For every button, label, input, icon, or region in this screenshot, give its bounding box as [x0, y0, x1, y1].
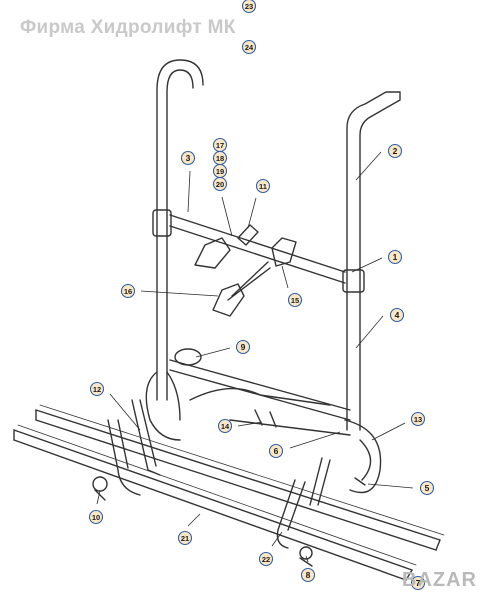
callout-24: 24 — [241, 39, 257, 55]
callout-23: 23 — [241, 0, 257, 14]
leader-line-8 — [305, 555, 309, 563]
callout-circle — [387, 249, 403, 265]
leader-line-10 — [96, 490, 101, 505]
leader-line-2 — [355, 151, 382, 181]
callout-circle — [177, 530, 193, 546]
callout-circle — [287, 292, 303, 308]
callout-16: 16 — [120, 283, 136, 299]
leader-line-1 — [351, 257, 383, 273]
leader-line-14 — [237, 421, 263, 427]
callout-circle — [241, 0, 257, 14]
callout-4: 4 — [389, 307, 405, 323]
callout-22: 22 — [258, 551, 274, 567]
callout-12: 12 — [89, 381, 105, 397]
leader-lines — [96, 151, 414, 563]
callout-label: 1 — [393, 252, 398, 262]
leader-line-21 — [187, 513, 201, 527]
callout-circle — [241, 39, 257, 55]
callout-label: 3 — [186, 153, 191, 163]
callout-label: 15 — [291, 296, 299, 305]
callout-circle — [258, 551, 274, 567]
leader-line-6 — [289, 431, 341, 449]
leader-line-11 — [247, 197, 257, 229]
callout-label: 11 — [259, 182, 267, 191]
callout-circle — [180, 150, 196, 166]
callout-label: 24 — [245, 43, 254, 52]
callout-20: 20 — [212, 176, 228, 192]
callout-label: 17 — [216, 141, 224, 150]
callout-9: 9 — [235, 339, 251, 355]
callout-circle — [389, 307, 405, 323]
leader-line-22 — [271, 531, 283, 547]
callout-10: 10 — [88, 509, 104, 525]
callout-circle — [419, 480, 435, 496]
callout-label: 8 — [306, 570, 311, 580]
callout-circle — [88, 509, 104, 525]
callout-label: 13 — [414, 415, 422, 424]
callout-3: 3 — [180, 150, 196, 166]
watermark-text: Фирма Хидролифт МК — [20, 17, 236, 38]
callout-label: 5 — [425, 483, 430, 493]
callout-circle — [217, 418, 233, 434]
callout-circle — [410, 575, 426, 591]
callout-21: 21 — [177, 530, 193, 546]
callout-6: 6 — [268, 443, 284, 459]
callout-circle — [300, 567, 316, 583]
callout-label: 14 — [221, 422, 230, 431]
callout-15: 15 — [287, 292, 303, 308]
callout-label: 2 — [393, 146, 398, 156]
leader-line-20 — [221, 196, 233, 237]
callout-2: 2 — [387, 143, 403, 159]
callout-circle — [268, 443, 284, 459]
callout-label: 19 — [216, 167, 224, 176]
callout-18: 18 — [212, 150, 228, 166]
callout-11: 11 — [255, 178, 271, 194]
leader-line-9 — [195, 347, 231, 358]
callout-19: 19 — [212, 163, 228, 179]
leader-line-5 — [367, 483, 414, 489]
callout-circle — [410, 411, 426, 427]
callout-circle — [89, 381, 105, 397]
leader-line-13 — [371, 422, 406, 441]
callout-14: 14 — [217, 418, 233, 434]
callout-17: 17 — [212, 137, 228, 153]
callout-1: 1 — [387, 249, 403, 265]
callout-8: 8 — [300, 567, 316, 583]
callout-label: 4 — [395, 310, 400, 320]
callout-circle — [212, 176, 228, 192]
callout-label: 18 — [216, 154, 224, 163]
callout-label: 20 — [216, 180, 224, 189]
callout-7: 7 — [410, 575, 426, 591]
callout-13: 13 — [410, 411, 426, 427]
callout-label: 22 — [262, 555, 270, 564]
leader-line-3 — [187, 170, 191, 213]
callout-5: 5 — [419, 480, 435, 496]
leader-line-12 — [109, 393, 141, 431]
callout-label: 6 — [274, 446, 279, 456]
bazar-logo: BAZAR — [402, 569, 477, 591]
callout-label: 23 — [245, 2, 253, 11]
leader-line-15 — [281, 265, 289, 289]
callout-circle — [120, 283, 136, 299]
callout-label: 7 — [416, 578, 421, 588]
callout-label: 21 — [181, 534, 189, 543]
leader-line-4 — [355, 315, 384, 349]
callout-circle — [255, 178, 271, 194]
callout-label: 16 — [124, 287, 132, 296]
carrier-frame — [13, 59, 445, 581]
callout-label: 10 — [92, 513, 100, 522]
callout-label: 9 — [241, 342, 246, 352]
leader-line-16 — [140, 290, 219, 297]
callout-label: 12 — [93, 385, 101, 394]
callout-circle — [235, 339, 251, 355]
callout-circle — [387, 143, 403, 159]
